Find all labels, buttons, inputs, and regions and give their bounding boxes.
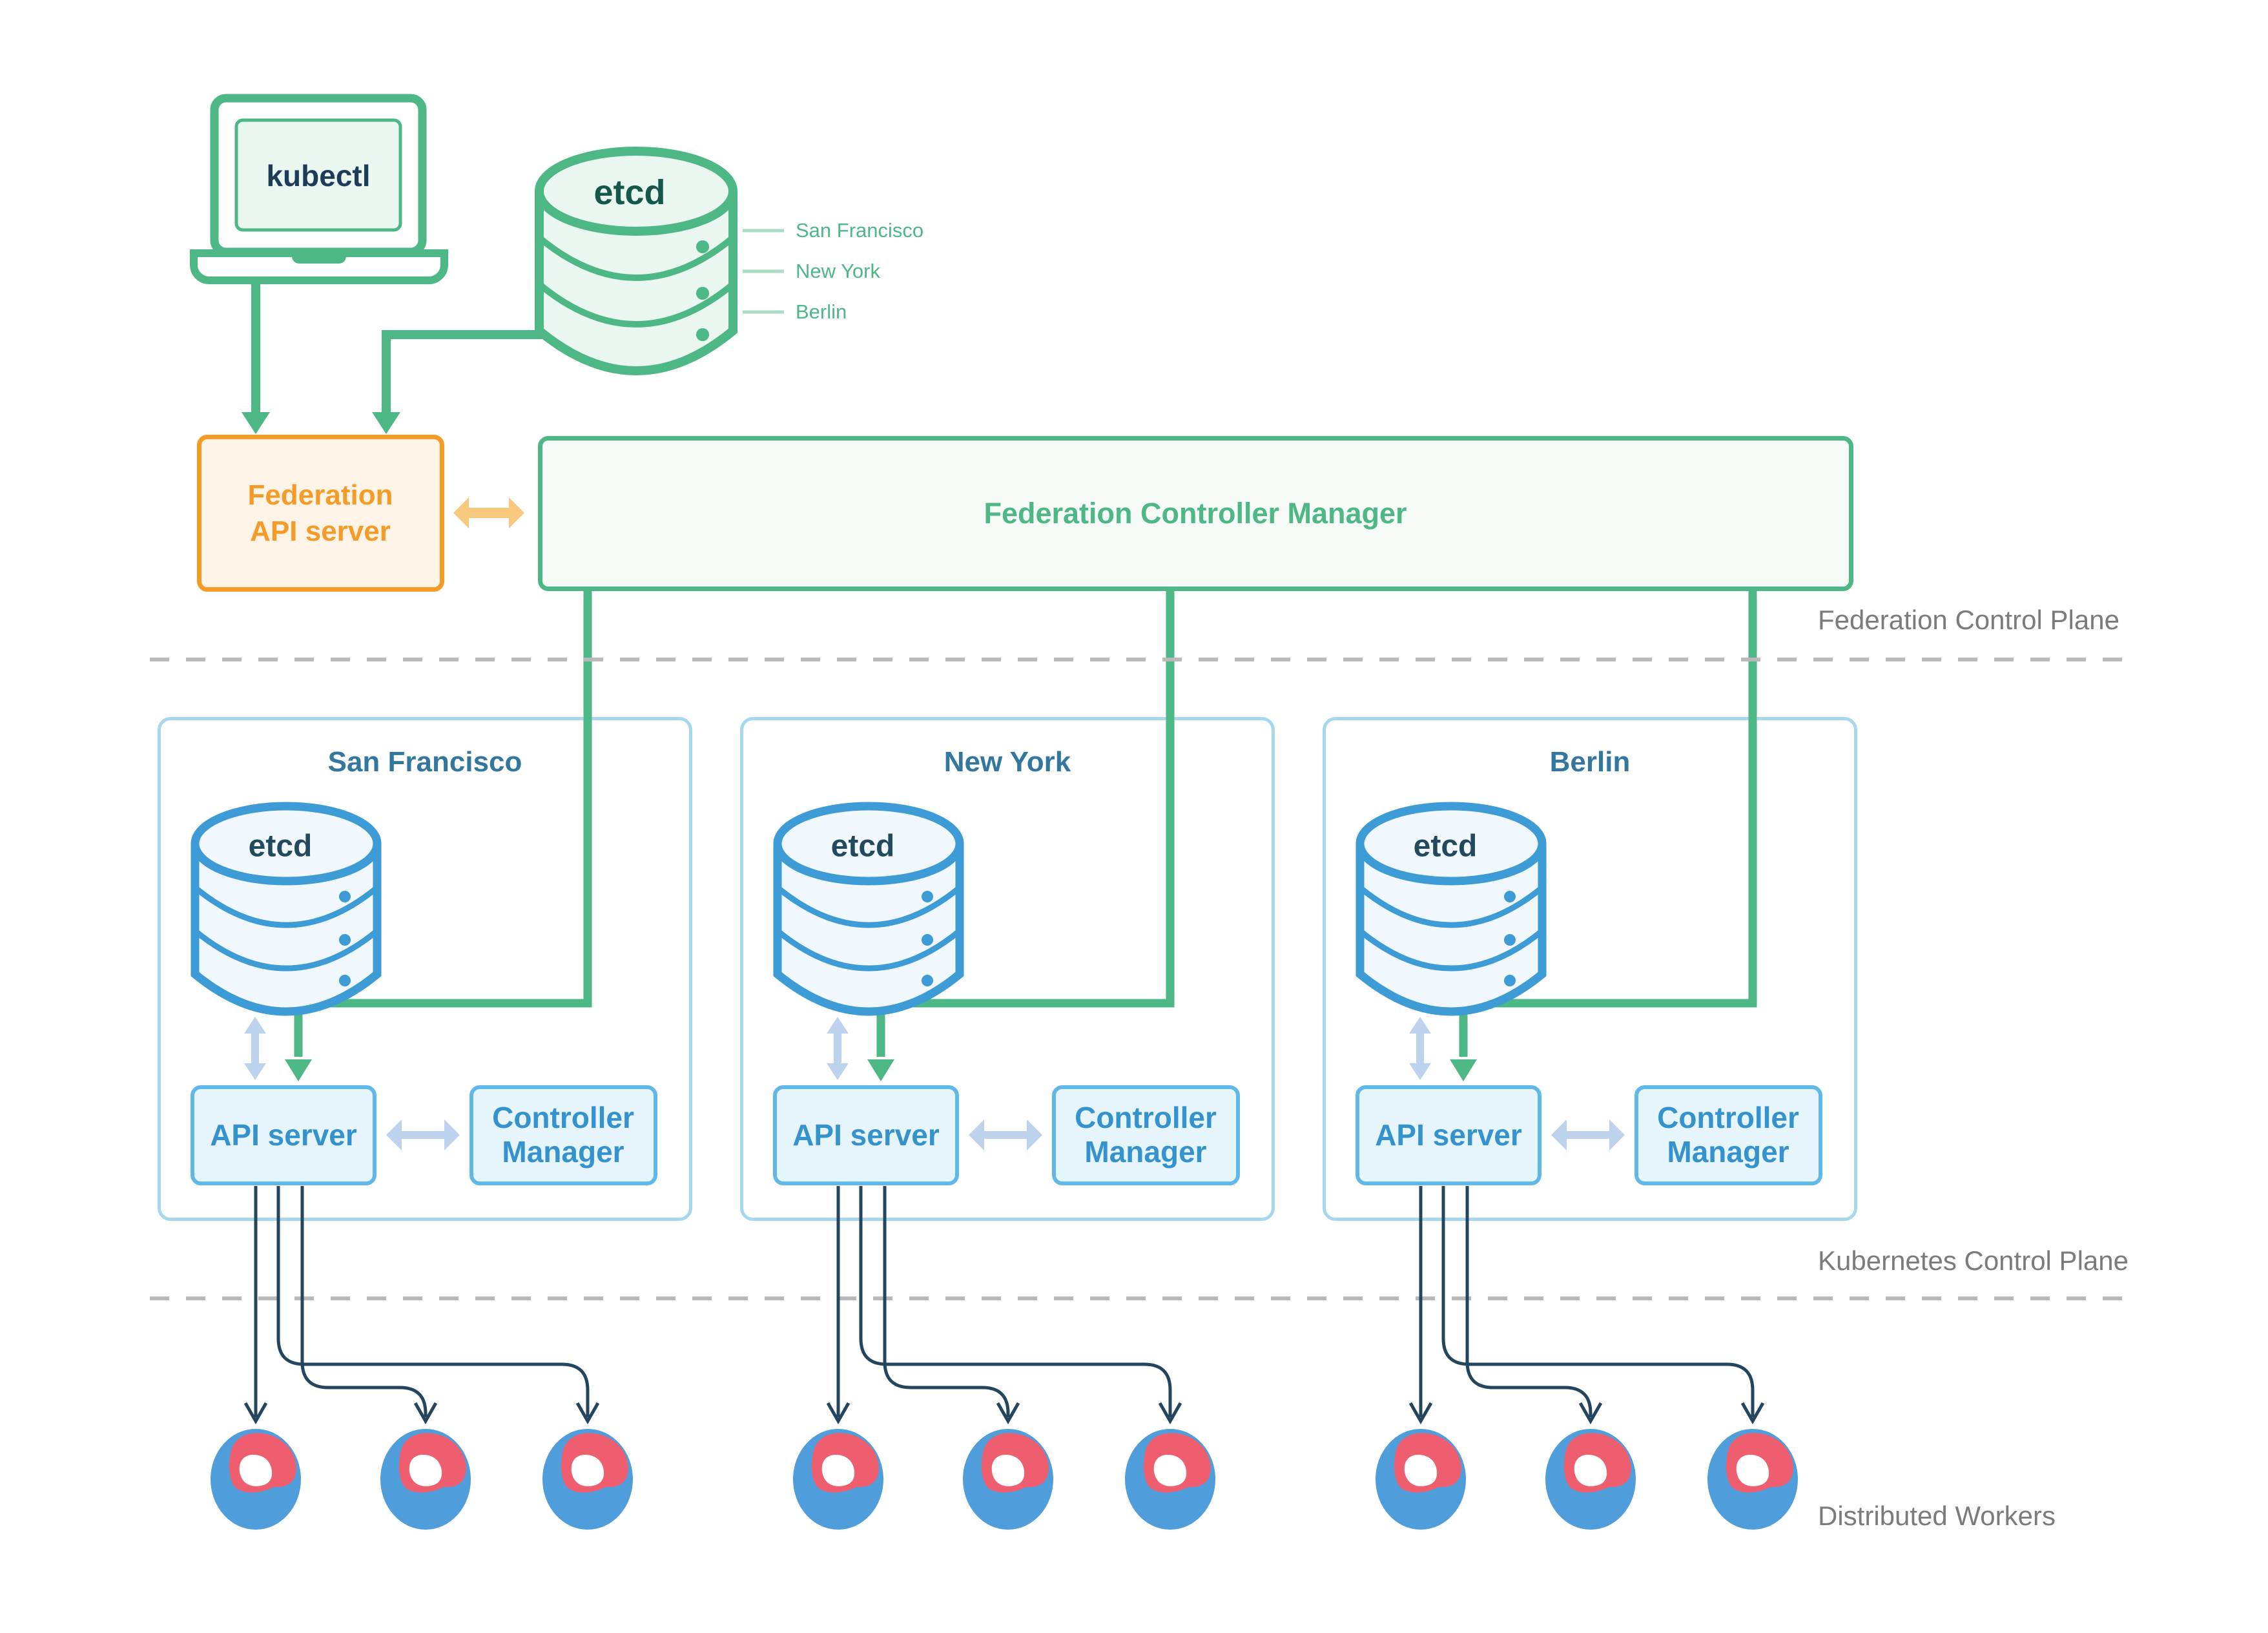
worker-node-icon [542, 1429, 633, 1530]
arrow-etcd-api-ny [827, 1017, 849, 1080]
arrow-etcd-api-sf [244, 1017, 266, 1080]
api-server-box-berlin [1356, 1085, 1541, 1185]
arrow-api-cm-ny [969, 1119, 1042, 1150]
worker-node-icon [963, 1429, 1053, 1530]
worker-node-icon [1125, 1429, 1215, 1530]
kubectl-laptop-icon [190, 94, 448, 284]
etcd-icon-sf [191, 802, 382, 1016]
arrows-api-to-workers-sf [243, 1186, 600, 1425]
controller-manager-box-berlin [1634, 1085, 1822, 1185]
arrow-fcm-to-sf-api [285, 589, 592, 1081]
worker-node-icon [1707, 1429, 1798, 1530]
etcd-icon-ny [773, 802, 964, 1016]
arrow-fcm-to-ny-api [867, 589, 1175, 1081]
federation-controller-manager-box [538, 436, 1853, 591]
arrow-api-cm-sf [386, 1119, 460, 1150]
cluster-graphics-new-york [773, 802, 1215, 1530]
controller-manager-box-ny [1052, 1085, 1240, 1185]
etcd-icon-berlin [1356, 802, 1547, 1016]
cluster-graphics-berlin [1356, 802, 1798, 1530]
controller-manager-box-sf [469, 1085, 657, 1185]
arrow-kubectl-to-fed-api [242, 283, 270, 434]
worker-node-icon [380, 1429, 471, 1530]
worker-node-icon [1545, 1429, 1636, 1530]
arrows-api-to-workers-berlin [1408, 1186, 1765, 1425]
arrow-api-cm-berlin [1551, 1119, 1625, 1150]
federation-etcd-icon [535, 147, 784, 375]
worker-node-icon [1376, 1429, 1466, 1530]
arrow-etcd-api-berlin [1409, 1017, 1431, 1080]
arrow-etcd-to-fed-api [372, 330, 568, 434]
arrow-fcm-to-berlin-api [1450, 589, 1757, 1081]
worker-node-icon [793, 1429, 883, 1530]
worker-node-icon [211, 1429, 301, 1530]
api-server-box-sf [191, 1085, 376, 1185]
federation-api-server-box [197, 435, 444, 592]
cluster-graphics-san-francisco [191, 802, 633, 1530]
arrow-fed-api-fcm [453, 497, 524, 528]
arrows-api-to-workers-ny [826, 1186, 1182, 1425]
api-server-box-ny [773, 1085, 959, 1185]
